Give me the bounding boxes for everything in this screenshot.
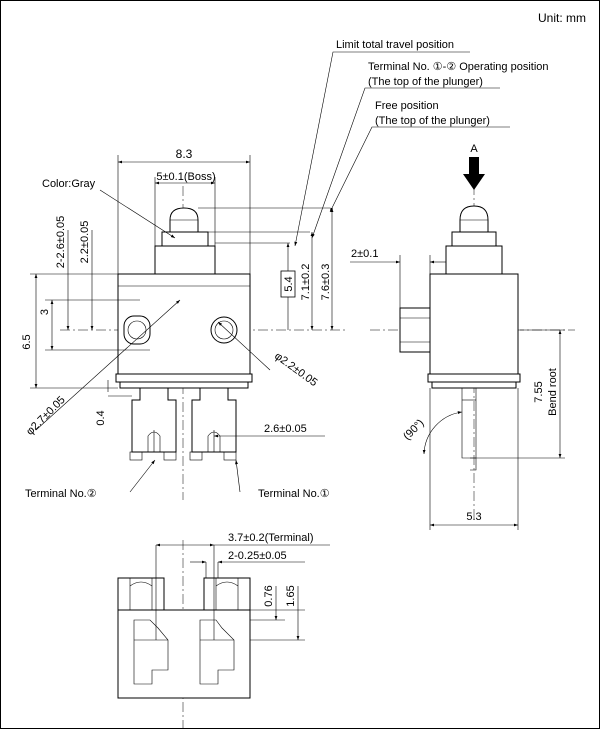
side-boss	[399, 307, 431, 353]
terminal-1-label: Terminal No.①	[258, 488, 330, 500]
view-a-label: A	[470, 143, 478, 155]
dim-76: 7.6±0.3	[320, 264, 332, 301]
dim-width: 8.3	[176, 147, 193, 161]
operating-label-2: (The top of the plunger)	[368, 76, 483, 88]
dim-boss: 5±0.1(Boss)	[156, 171, 215, 183]
dim-076: 0.76	[263, 585, 275, 606]
free-position-label-2: (The top of the plunger)	[375, 115, 490, 127]
dim-hole-small: φ2.2±0.05	[272, 350, 319, 389]
dim-terminal-pitch: 2.6±0.05	[264, 423, 307, 435]
dim-165: 1.65	[285, 585, 297, 606]
dim-755: 7.55	[533, 381, 545, 402]
dim-terminal-width: 3.7±0.2(Terminal)	[228, 532, 314, 544]
dim-two: 2±0.1	[351, 248, 378, 260]
bottom-view: 3.7±0.2(Terminal) 2-0.25±0.05 0.76 1.65	[117, 532, 330, 729]
color-label: Color:Gray	[42, 178, 96, 190]
dim-pitch-b: 2.2±0.05	[79, 221, 91, 264]
free-position-label-1: Free position	[375, 100, 439, 112]
front-view: 8.3 5±0.1(Boss) Color:Gray 3 6.5 2-2.6±0…	[21, 39, 549, 500]
dim-71: 7.1±0.2	[300, 264, 312, 301]
neck	[154, 245, 216, 275]
terminal-2-label: Terminal No.②	[25, 488, 97, 500]
svg-text:5.4: 5.4	[283, 276, 295, 291]
operating-label-1: Terminal No. ①-② Operating position	[368, 61, 549, 73]
dim-zero-four: 0.4	[95, 410, 107, 425]
side-body	[429, 273, 519, 375]
dim-terminal-thick: 2-0.25±0.05	[228, 550, 287, 562]
dim-angle: (90°)	[401, 417, 426, 442]
limit-travel-label: Limit total travel position	[336, 39, 454, 51]
dim-side-width: 5.3	[466, 511, 481, 523]
view-a-arrow	[463, 157, 485, 190]
dim-six-five: 6.5	[21, 334, 33, 349]
mounting-hole-oval	[123, 315, 151, 345]
bottom-base	[117, 609, 251, 699]
unit-label: Unit: mm	[538, 11, 586, 25]
bend-root-label: Bend root	[547, 368, 559, 416]
side-view: A 2±0.1 (90°) 7.55 Bend root	[350, 143, 575, 530]
dim-hole-large: φ2.7±0.05	[24, 394, 68, 438]
dim-three: 3	[39, 309, 51, 315]
dim-pitch-a: 2-2.6±0.05	[55, 216, 67, 269]
